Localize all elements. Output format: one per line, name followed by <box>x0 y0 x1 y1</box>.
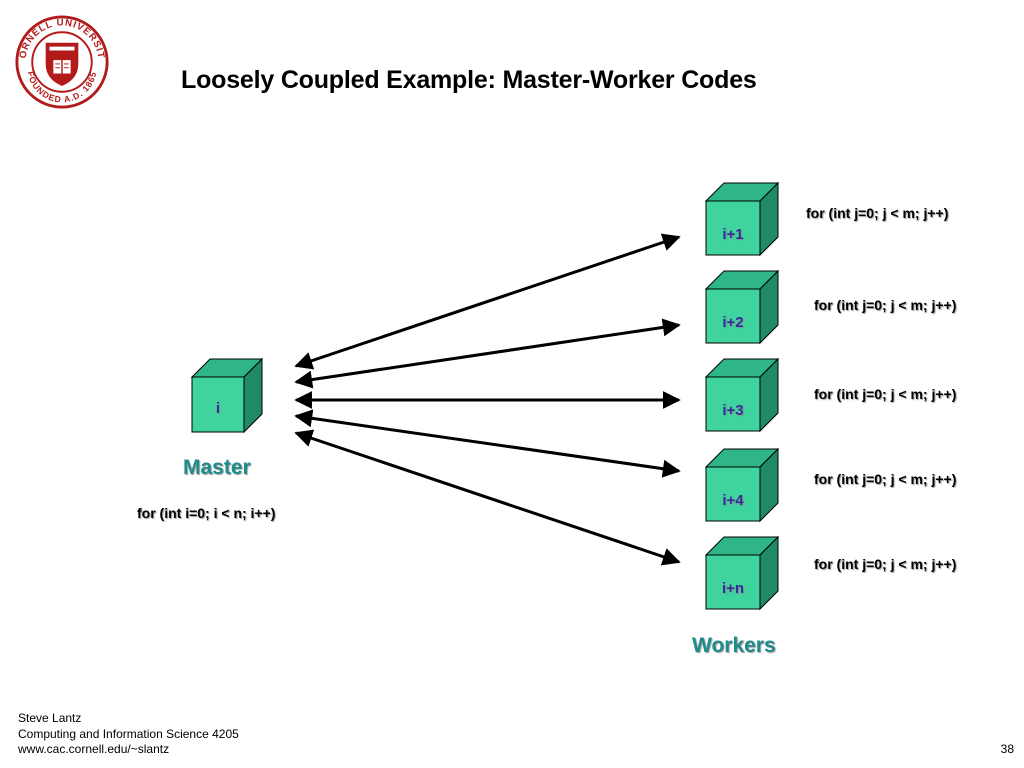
worker-cube-label: i+n <box>722 580 744 597</box>
workers-label: Workers <box>692 634 776 657</box>
arrow-to-worker-2 <box>294 318 681 389</box>
master-cube-label: i <box>216 400 220 417</box>
worker-cube-label: i+3 <box>722 402 743 419</box>
worker-cube-label: i+4 <box>722 492 744 509</box>
footer-author: Steve Lantz <box>18 711 82 725</box>
worker-loop-code-1: for (int j=0; j < m; j++) <box>806 205 949 221</box>
arrows <box>294 233 681 566</box>
worker-cube-label: i+1 <box>722 226 743 243</box>
worker-cube-label: i+2 <box>722 314 743 331</box>
master-loop-code: for (int i=0; i < n; i++) <box>137 505 276 521</box>
arrow-to-worker-1 <box>294 233 681 370</box>
worker-cube-4: i+4 <box>704 447 780 523</box>
master-label: Master <box>183 456 251 479</box>
footer-course: Computing and Information Science 4205 <box>18 726 239 741</box>
worker-loop-code-5: for (int j=0; j < m; j++) <box>814 556 957 572</box>
worker-loop-code-2: for (int j=0; j < m; j++) <box>814 297 957 313</box>
worker-cube-2: i+2 <box>704 269 780 345</box>
worker-cube-5: i+n <box>704 535 780 611</box>
cornell-logo: CORNELL UNIVERSITY FOUNDED A.D. 1865 <box>14 14 109 109</box>
arrow-to-worker-4 <box>294 409 681 478</box>
worker-cube-3: i+3 <box>704 357 780 433</box>
worker-loop-code-3: for (int j=0; j < m; j++) <box>814 386 957 402</box>
master-cube: i <box>190 357 264 434</box>
slide-title: Loosely Coupled Example: Master-Worker C… <box>181 66 757 94</box>
footer: Steve Lantz Computing and Information Sc… <box>18 711 239 758</box>
worker-loop-code-4: for (int j=0; j < m; j++) <box>814 471 957 487</box>
page-number: 38 <box>1000 742 1014 756</box>
worker-cube-1: i+1 <box>704 181 780 257</box>
footer-url: www.cac.cornell.edu/~slantz <box>18 742 170 756</box>
arrow-to-worker-5 <box>294 429 681 566</box>
